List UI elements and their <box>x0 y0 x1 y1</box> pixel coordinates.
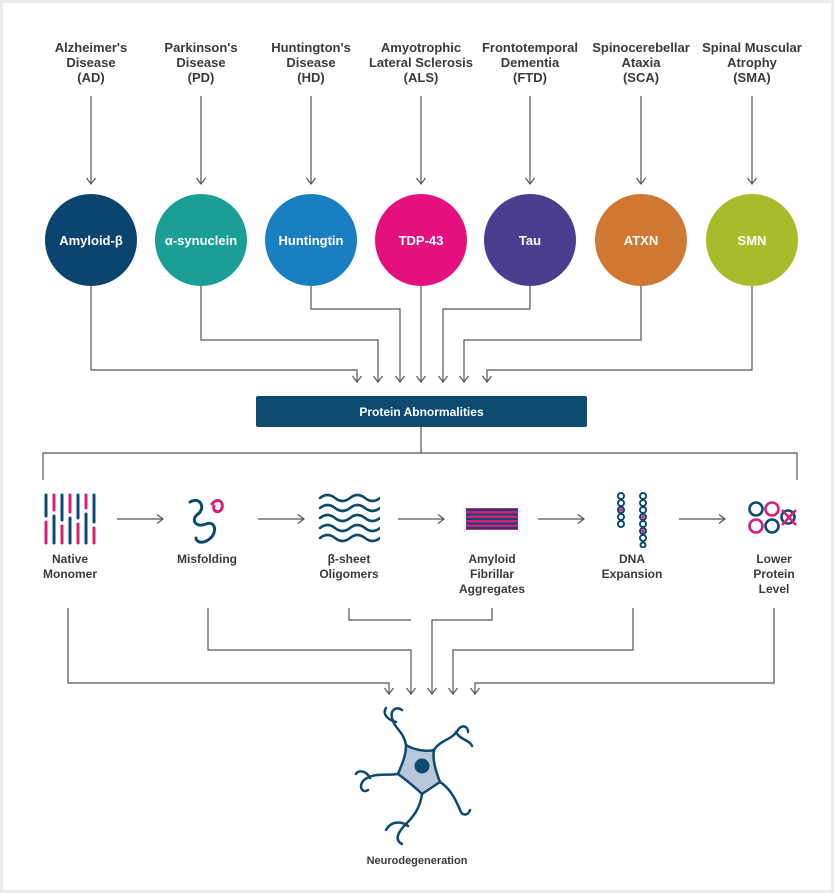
protein-to-banner-line-0 <box>90 286 358 382</box>
misfolding-icon <box>188 499 224 544</box>
stage-label-misfolding: Misfolding <box>177 552 237 566</box>
protein-circle-smn: SMN <box>706 194 798 286</box>
arrowhead <box>747 177 757 185</box>
stage-to-outcome-line-2 <box>348 608 411 621</box>
arrowhead <box>384 687 394 695</box>
protein-label: Amyloid-β <box>59 232 123 248</box>
protein-circle-atxn: ATXN <box>595 194 687 286</box>
stage-bracket-line <box>42 452 798 480</box>
disease-label-pd: Parkinson's Disease (PD) <box>164 40 238 85</box>
arrowhead <box>448 687 458 695</box>
protein-circle-tdp-43: TDP-43 <box>375 194 467 286</box>
neuron-icon <box>354 706 474 846</box>
protein-to-banner-line-1 <box>200 286 379 382</box>
disease-label-ad: Alzheimer's Disease (AD) <box>54 40 128 85</box>
stage-label-dna-expansion: DNA Expansion <box>601 552 663 581</box>
arrowhead <box>482 375 492 383</box>
protein-label: ATXN <box>623 232 659 248</box>
protein-to-banner-line-5 <box>463 286 642 382</box>
outcome-label-neurodegeneration: Neurodegeneration <box>366 855 468 867</box>
stage-to-outcome-line-5 <box>474 608 775 694</box>
protein-to-banner-line-2 <box>310 286 401 382</box>
protein-abnormalities-banner: Protein Abnormalities <box>256 396 587 427</box>
arrowhead <box>718 514 726 524</box>
protein-label: Tau <box>518 232 542 248</box>
disease-label-sca: Spinocerebellar Ataxia (SCA) <box>592 40 690 85</box>
arrowhead <box>416 177 426 185</box>
disease-label-sma: Spinal Muscular Atrophy (SMA) <box>702 40 802 85</box>
arrowhead <box>86 177 96 185</box>
amyloid-fibrillar-aggregates-icon <box>466 508 518 530</box>
stage-label-lower-protein-level: Lower Protein Level <box>753 552 795 596</box>
arrowhead <box>297 514 305 524</box>
disease-label-ftd: Frontotemporal Dementia (FTD) <box>481 40 579 85</box>
protein-to-banner-line-6 <box>486 286 753 382</box>
disease-label-als: Amyotrophic Lateral Sclerosis (ALS) <box>368 40 474 85</box>
arrowhead <box>636 177 646 185</box>
arrowhead <box>352 375 362 383</box>
protein-circle-amyloid-beta: Amyloid-β <box>45 194 137 286</box>
stage-to-outcome-line-0 <box>67 608 390 694</box>
stage-label-amyloid-fibrillar-aggregates: Amyloid Fibrillar Aggregates <box>458 552 526 596</box>
disease-label-hd: Huntington's Disease (HD) <box>271 40 351 85</box>
arrowhead <box>156 514 164 524</box>
protein-label: Huntingtin <box>278 232 344 248</box>
arrowhead <box>373 375 383 383</box>
stage-to-outcome-line-4 <box>452 608 634 694</box>
protein-label: SMN <box>737 232 767 248</box>
arrowhead <box>427 687 437 695</box>
stage-label-native-monomer: Native Monomer <box>43 552 97 581</box>
protein-to-banner-line-4 <box>442 286 531 382</box>
arrowhead <box>459 375 469 383</box>
stage-label-beta-sheet-oligomers: β-sheet Oligomers <box>319 552 379 581</box>
arrowhead <box>470 687 480 695</box>
arrowhead <box>406 687 416 695</box>
protein-circle-tau: Tau <box>484 194 576 286</box>
arrowhead <box>438 375 448 383</box>
native-monomer-icon <box>44 493 96 545</box>
protein-label: α-synuclein <box>164 232 238 248</box>
banner-label: Protein Abnormalities <box>359 404 484 419</box>
protein-label: TDP-43 <box>398 232 444 248</box>
protein-circle-huntingtin: Huntingtin <box>265 194 357 286</box>
arrowhead <box>196 177 206 185</box>
arrowhead <box>416 375 426 383</box>
stage-to-outcome-line-3 <box>431 608 493 694</box>
protein-circle-alpha-synuclein: α-synuclein <box>155 194 247 286</box>
arrowhead <box>577 514 585 524</box>
arrowhead <box>306 177 316 185</box>
arrowhead <box>437 514 445 524</box>
arrowhead <box>395 375 405 383</box>
lower-protein-level-icon <box>748 501 797 534</box>
dna-expansion-icon <box>617 492 647 548</box>
stage-to-outcome-line-1 <box>207 608 412 694</box>
arrowhead <box>525 177 535 185</box>
beta-sheet-oligomers-icon <box>318 493 380 543</box>
